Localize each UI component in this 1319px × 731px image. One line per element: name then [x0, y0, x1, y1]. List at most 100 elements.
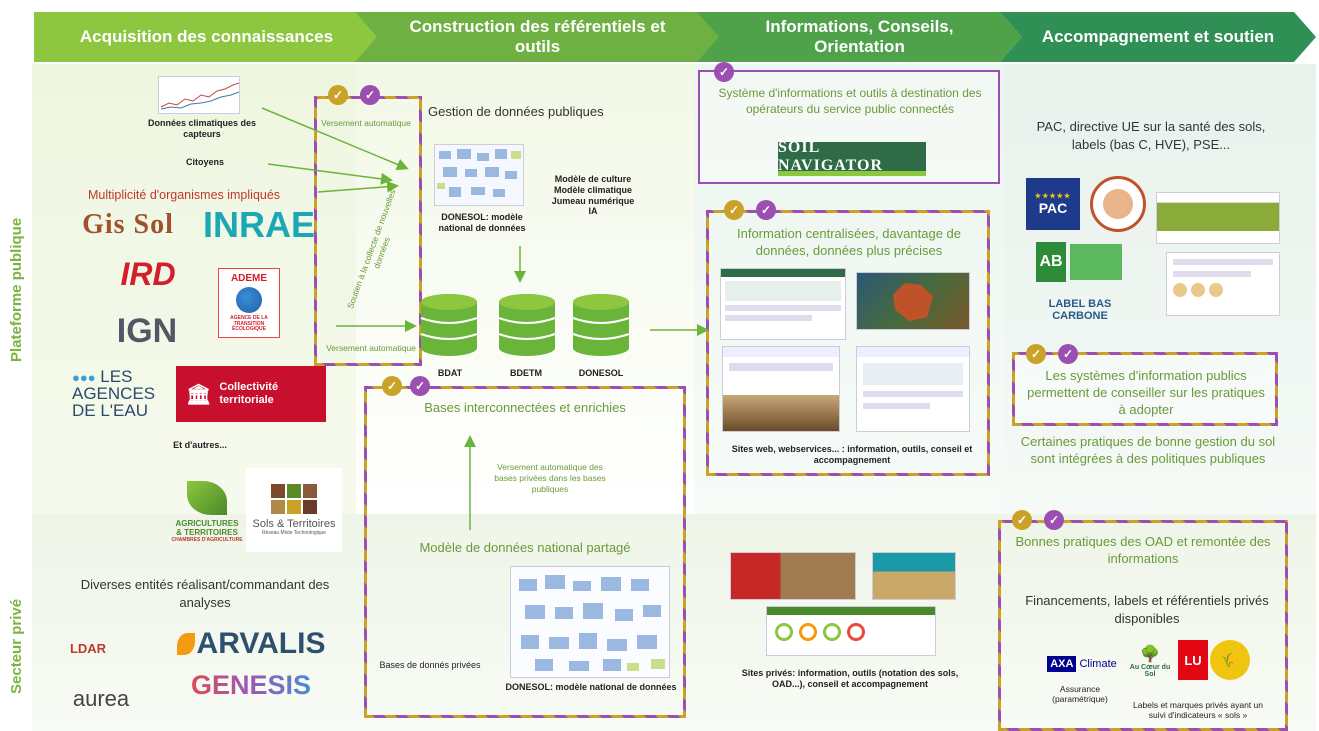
- financements-label: Financements, labels et référentiels pri…: [1025, 593, 1269, 626]
- versement-auto-2: Versement automatique: [326, 343, 416, 353]
- versement-prive-label: Versement automatique des bases privées …: [494, 462, 606, 495]
- assurance-label: Assurance (paramétrique): [1052, 684, 1108, 705]
- globe-icon: [236, 287, 262, 314]
- donesol-database-icon: [572, 294, 630, 356]
- climate-chart-icon: [160, 82, 239, 110]
- arvalis-logo: ARVALIS: [168, 626, 334, 662]
- climate-chart-image: [158, 76, 240, 114]
- ign-logo: IGN: [116, 311, 178, 350]
- sites-web-label: Sites web, webservices... : information,…: [731, 444, 973, 465]
- leaf-icon: [187, 481, 227, 515]
- water-drops-icon: ●●●: [72, 369, 96, 385]
- wheat-icon: 🌾: [1221, 651, 1239, 668]
- gold-check-icon: ✓: [1026, 344, 1046, 364]
- website-screenshot-2: [722, 346, 840, 432]
- donesol-caption-1: DONESOL: modèle national de données: [438, 212, 526, 233]
- gold-check-icon: ✓: [382, 376, 402, 396]
- gold-check-icon: ✓: [1012, 510, 1032, 530]
- purple-check-icon: ✓: [714, 62, 734, 82]
- france-map-icon: [893, 283, 933, 321]
- modele-national-label: Modèle de données national partagé: [419, 540, 631, 555]
- genesis-logo: GENESIS: [176, 668, 326, 702]
- website-screenshot-1: [720, 268, 846, 340]
- systemes-publics-label: Les systèmes d'information publics perme…: [1027, 368, 1265, 417]
- lu-logo: LU: [1178, 640, 1208, 680]
- sols-territoires-logo: Sols & Territoires Réseau Mixte Technolo…: [246, 468, 342, 552]
- directive-screenshot: [1156, 192, 1280, 244]
- gold-check-icon: ✓: [328, 85, 348, 105]
- tree-icon: 🌳: [1140, 646, 1160, 663]
- capteurs-label: Données climatiques des capteurs: [147, 118, 257, 139]
- purple-check-icon: ✓: [756, 200, 776, 220]
- hve-seal-logo: [1090, 176, 1146, 232]
- bonnes-pratiques-label: Bonnes pratiques des OAD et remontée des…: [1015, 534, 1271, 566]
- private-site-1: [730, 552, 856, 600]
- website-screenshot-3: [856, 346, 970, 432]
- bdetm-database-icon: [498, 294, 556, 356]
- ird-logo: IRD: [120, 255, 176, 292]
- seal-icon: [1103, 189, 1133, 219]
- purple-check-icon: ✓: [410, 376, 430, 396]
- pratiques-label: Certaines pratiques de bonne gestion du …: [1020, 434, 1276, 466]
- aurea-logo: aurea: [72, 686, 130, 711]
- versement-auto-1: Versement automatique: [321, 118, 411, 128]
- row-label-private: Secteur privé: [8, 598, 25, 694]
- band-construction: Construction des référentiels et outils: [355, 12, 720, 62]
- bdetm-label: BDETM: [510, 368, 542, 378]
- arvalis-leaf-icon: [176, 633, 195, 655]
- inrae-logo: INRAE: [202, 204, 315, 245]
- eu-stars-icon: ★★★★★: [1034, 193, 1072, 200]
- multiplicite-label: Multiplicité d'organismes impliqués: [88, 188, 281, 202]
- labels-prives-label: Labels et marques privés ayant un suivi …: [1133, 700, 1263, 721]
- donesol-caption-2: DONESOL: modèle national de données: [505, 682, 677, 692]
- wheat-seal-logo: 🌾: [1210, 640, 1250, 680]
- bonnes-pratiques-box: [998, 520, 1288, 731]
- ademe-logo: ADEME AGENCE DE LA TRANSITION ÉCOLOGIQUE: [218, 268, 280, 338]
- bases-inter-label: Bases interconnectées et enrichies: [424, 400, 626, 415]
- purple-check-icon: ✓: [360, 85, 380, 105]
- schema-icon: [437, 149, 521, 197]
- ab-logo: AB: [1036, 242, 1122, 282]
- row-label-public: Plateforme publique: [8, 217, 25, 362]
- schema-large-icon: [519, 575, 665, 671]
- chambres-agriculture-logo: AGRICULTURES & TERRITOIRES CHAMBRES D'AG…: [168, 472, 246, 552]
- ldar-logo: LDAR: [69, 640, 107, 656]
- donesol-diagram-2: [510, 566, 670, 678]
- bdat-label: BDAT: [437, 368, 463, 378]
- purple-check-icon: ✓: [1044, 510, 1064, 530]
- citoyens-label: Citoyens: [185, 157, 224, 167]
- collectivite-logo: 🏛 Collectivité territoriale: [176, 366, 326, 422]
- building-icon: 🏛: [186, 383, 212, 406]
- systeme-info-label: Système d'informations et outils à desti…: [718, 86, 982, 116]
- info-centralisees-label: Information centralisées, davantage de d…: [736, 226, 962, 258]
- private-site-3: [766, 606, 936, 656]
- eu-leaf-icon: [1070, 244, 1122, 280]
- gestion-label: Gestion de données publiques: [428, 104, 604, 119]
- donesol-diagram-1: [434, 144, 524, 206]
- bdat-database-icon: [420, 294, 478, 356]
- purple-check-icon: ✓: [1058, 344, 1078, 364]
- band-acquisition: Acquisition des connaissances: [34, 12, 379, 62]
- gold-check-icon: ✓: [724, 200, 744, 220]
- pse-screenshot: [1166, 252, 1280, 316]
- bases-privees-label: Bases de donnés privées: [379, 660, 481, 670]
- collection-box: [314, 96, 422, 366]
- soil-navigator-logo: SOIL NAVIGATOR: [778, 139, 926, 176]
- pac-directive-text: PAC, directive UE sur la santé des sols,…: [1036, 119, 1266, 152]
- pac-logo: ★★★★★PAC: [1026, 178, 1080, 230]
- soil-squares-icon: [271, 484, 317, 514]
- systemes-publics-box: [1012, 352, 1278, 426]
- au-coeur-du-sol-logo: 🌳Au Cœur du Sol: [1129, 646, 1171, 678]
- modeles-list: Modèle de culture Modèle climatique Jume…: [551, 174, 635, 217]
- autres-label: Et d'autres...: [173, 440, 227, 450]
- donesol-label: DONESOL: [578, 368, 624, 378]
- private-site-2: [872, 552, 956, 600]
- sites-prives-label: Sites privés: information, outils (notat…: [741, 668, 959, 689]
- private-analyses-text: Diverses entités réalisant/commandant de…: [80, 577, 330, 610]
- band-accompagnement: Accompagnement et soutien: [1000, 12, 1316, 62]
- agences-eau-logo: ●●● LES AGENCES DE L'EAU: [72, 366, 156, 420]
- band-informations: Informations, Conseils, Orientation: [697, 12, 1022, 62]
- gissol-logo: Gis Sol: [82, 209, 174, 240]
- map-screenshot: [856, 272, 970, 330]
